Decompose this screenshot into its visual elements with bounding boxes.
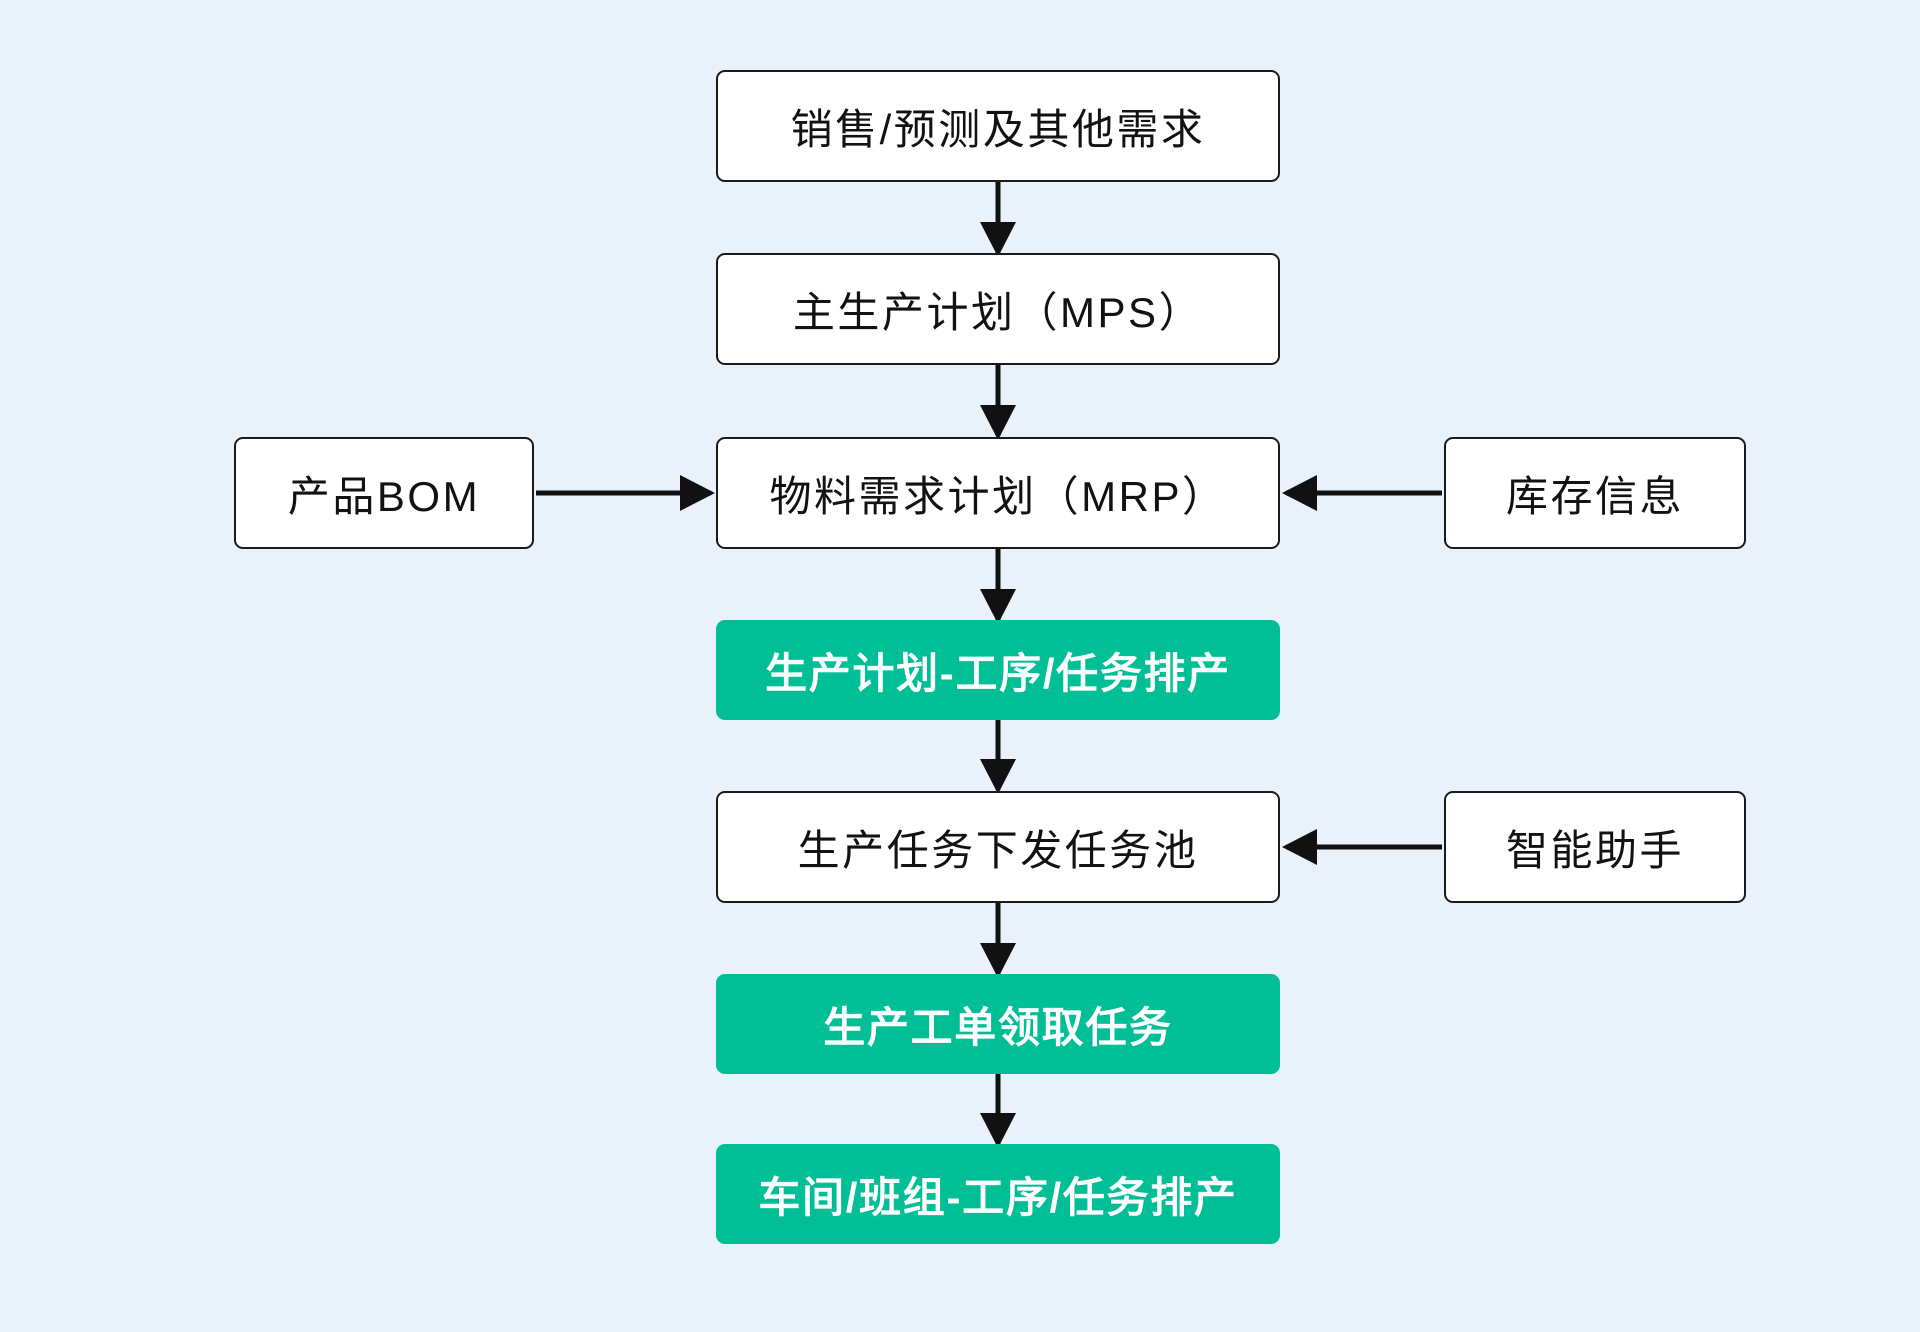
node-product-bom[interactable]: 产品BOM: [234, 437, 534, 549]
node-smart-assistant[interactable]: 智能助手: [1444, 791, 1746, 903]
node-workshop-team-scheduling[interactable]: 车间/班组-工序/任务排产: [716, 1144, 1280, 1244]
node-work-order-claim-task[interactable]: 生产工单领取任务: [716, 974, 1280, 1074]
node-smart-assistant-label: 智能助手: [1505, 826, 1685, 874]
node-work-order-claim-task-label: 生产工单领取任务: [823, 1003, 1173, 1051]
node-task-pool[interactable]: 生产任务下发任务池: [716, 791, 1280, 903]
node-mps-label: 主生产计划（MPS）: [792, 288, 1204, 336]
node-demand[interactable]: 销售/预测及其他需求: [716, 70, 1280, 182]
node-demand-label: 销售/预测及其他需求: [790, 105, 1206, 153]
node-inventory-info[interactable]: 库存信息: [1444, 437, 1746, 549]
node-mps[interactable]: 主生产计划（MPS）: [716, 253, 1280, 365]
node-task-pool-label: 生产任务下发任务池: [797, 826, 1199, 874]
node-product-bom-label: 产品BOM: [287, 472, 481, 520]
node-production-plan-scheduling-label: 生产计划-工序/任务排产: [765, 649, 1231, 697]
node-production-plan-scheduling[interactable]: 生产计划-工序/任务排产: [716, 620, 1280, 720]
node-mrp-label: 物料需求计划（MRP）: [769, 472, 1227, 520]
node-inventory-info-label: 库存信息: [1505, 472, 1685, 520]
node-mrp[interactable]: 物料需求计划（MRP）: [716, 437, 1280, 549]
node-workshop-team-scheduling-label: 车间/班组-工序/任务排产: [758, 1173, 1238, 1221]
